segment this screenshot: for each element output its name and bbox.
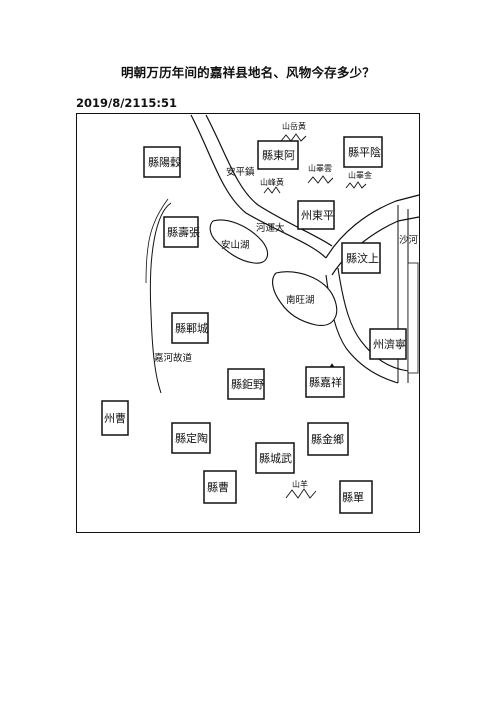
map-frame bbox=[76, 113, 420, 533]
mountain-label: 山羊 bbox=[292, 479, 308, 489]
county-label: 州曹 bbox=[104, 412, 126, 425]
timestamp: 2019/8/2115:51 bbox=[76, 96, 178, 110]
anshan-lake bbox=[209, 219, 269, 264]
county-label: 縣定陶 bbox=[175, 431, 208, 445]
county-label: 縣陽穀 bbox=[148, 156, 181, 169]
county-label: 縣東阿 bbox=[262, 149, 295, 162]
county-label: 縣城武 bbox=[259, 452, 292, 465]
county-label: 縣壽張 bbox=[167, 225, 200, 239]
lake-label: 南旺湖 bbox=[286, 294, 315, 306]
county-label: 縣鉅野 bbox=[231, 378, 264, 391]
county-label: 縣平陰 bbox=[348, 145, 381, 159]
page-title: 明朝万历年间的嘉祥县地名、风物今存多少？ bbox=[120, 65, 375, 80]
mountain-label: 山睪金 bbox=[348, 170, 372, 180]
county-label: 縣金鄉 bbox=[311, 432, 344, 446]
lake-label: 安山湖 bbox=[221, 239, 250, 251]
nanwang-lake bbox=[272, 271, 338, 326]
county-label: 縣嘉祥 bbox=[309, 375, 342, 389]
mountain-label: 山岳黃 bbox=[282, 121, 306, 131]
county-label: 縣汶上 bbox=[346, 251, 379, 265]
county-label: 縣曹 bbox=[207, 481, 229, 494]
town-label: 安平鎮 bbox=[226, 166, 255, 178]
river-label: 嘉河故道 bbox=[154, 352, 193, 364]
canal-label: 河運大 bbox=[256, 222, 285, 234]
county-label: 州濟寧 bbox=[373, 337, 406, 351]
mountain-label: 山峰黃 bbox=[260, 177, 284, 187]
historical-map: 縣陽穀 縣東阿 縣平陰 州東平 縣汶上 縣壽張 縣鄆城 州濟寧 縣鉅野 縣嘉祥 … bbox=[76, 113, 420, 533]
county-label: 縣鄆城 bbox=[175, 322, 208, 335]
county-label: 州東平 bbox=[301, 209, 334, 222]
county-markers bbox=[101, 136, 407, 514]
river-label: 沙河 bbox=[399, 234, 419, 246]
county-label: 縣單 bbox=[342, 491, 364, 504]
mountain-label: 山睪雲 bbox=[308, 163, 332, 173]
